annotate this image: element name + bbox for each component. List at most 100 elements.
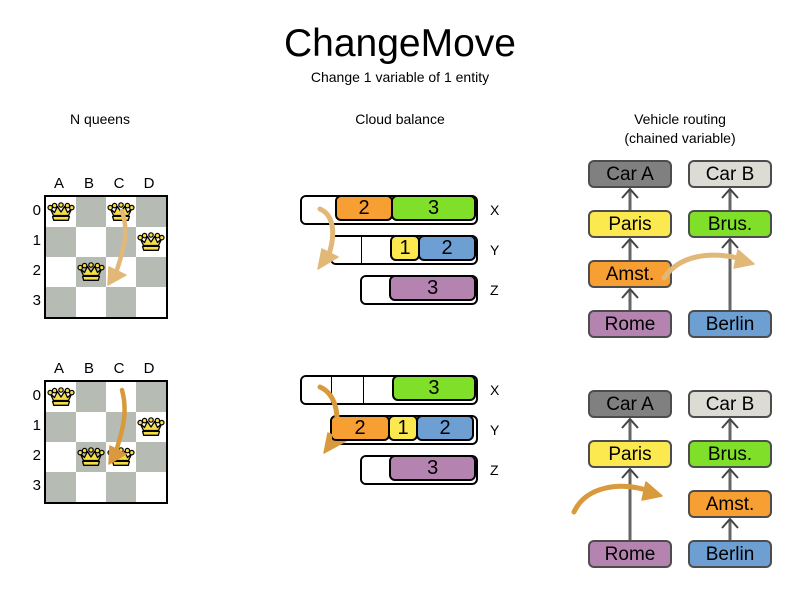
cloud-process-y-3[interactable]: 2 bbox=[418, 237, 476, 261]
board-cell-A3[interactable] bbox=[46, 472, 76, 502]
cloud-process-y-2[interactable]: 1 bbox=[390, 237, 420, 261]
section-title-vehicle-routing-line2: (chained variable) bbox=[624, 130, 736, 146]
vrp-link-amst-to-paris bbox=[621, 237, 639, 262]
cloud-process-x-1[interactable]: 2 bbox=[335, 197, 393, 221]
board-cell-A2[interactable] bbox=[46, 442, 76, 472]
board-cell-A3[interactable] bbox=[46, 287, 76, 317]
cloud-process-x-2[interactable]: 3 bbox=[391, 197, 476, 221]
board-cell-B1[interactable] bbox=[76, 412, 106, 442]
section-title-cloud: Cloud balance bbox=[355, 111, 445, 127]
vrp-node-rome-after[interactable]: Rome bbox=[588, 540, 672, 568]
board-cell-D2[interactable] bbox=[136, 257, 166, 287]
cloud-computer-z-before[interactable]: 3 bbox=[360, 275, 478, 305]
vrp-move-arrow bbox=[661, 249, 755, 281]
queen-icon bbox=[77, 262, 105, 281]
board-cell-B3[interactable] bbox=[76, 287, 106, 317]
queen-D1[interactable] bbox=[136, 412, 166, 442]
cloud-move-arrow bbox=[317, 206, 339, 270]
cloud-label-x: X bbox=[490, 202, 500, 218]
board-cell-C0[interactable] bbox=[106, 382, 136, 412]
section-title-vehicle-routing-line1: Vehicle routing bbox=[634, 111, 726, 127]
queen-D1[interactable] bbox=[136, 227, 166, 257]
board-cell-C3[interactable] bbox=[106, 472, 136, 502]
board-cell-D3[interactable] bbox=[136, 287, 166, 317]
vrp-link-rome-to-amst bbox=[621, 287, 639, 312]
chessboard-before[interactable] bbox=[44, 195, 168, 319]
board-cell-A1[interactable] bbox=[46, 227, 76, 257]
board-row-label-2: 2 bbox=[32, 262, 41, 279]
vrp-node-brus-before[interactable]: Brus. bbox=[688, 210, 772, 238]
vrp-node-carB-after[interactable]: Car B bbox=[688, 390, 772, 418]
board-column-label-D: D bbox=[143, 360, 155, 377]
board-column-label-B: B bbox=[83, 360, 94, 377]
cloud-process-z-1[interactable]: 3 bbox=[389, 457, 476, 481]
vrp-node-carB-before[interactable]: Car B bbox=[688, 160, 772, 188]
cloud-process-y-0[interactable]: 2 bbox=[332, 417, 390, 441]
cloud-free-space-y-1 bbox=[362, 237, 392, 263]
board-cell-A2[interactable] bbox=[46, 257, 76, 287]
vrp-node-paris-after[interactable]: Paris bbox=[588, 440, 672, 468]
board-row-label-0: 0 bbox=[32, 202, 41, 219]
board-cell-B0[interactable] bbox=[76, 382, 106, 412]
board-cell-D2[interactable] bbox=[136, 442, 166, 472]
vrp-node-berlin-after[interactable]: Berlin bbox=[688, 540, 772, 568]
queen-A0[interactable] bbox=[46, 382, 76, 412]
vrp-node-brus-after[interactable]: Brus. bbox=[688, 440, 772, 468]
vrp-node-amst-before[interactable]: Amst. bbox=[588, 260, 672, 288]
board-column-label-B: B bbox=[83, 175, 94, 192]
queen-icon bbox=[137, 417, 165, 436]
cloud-free-space-z-0 bbox=[362, 457, 392, 483]
board-cell-A1[interactable] bbox=[46, 412, 76, 442]
vrp-link-brus-to-carB bbox=[721, 417, 739, 442]
board-row-label-1: 1 bbox=[32, 417, 41, 434]
board-cell-D0[interactable] bbox=[136, 197, 166, 227]
vrp-node-berlin-before[interactable]: Berlin bbox=[688, 310, 772, 338]
board-cell-D3[interactable] bbox=[136, 472, 166, 502]
board-column-label-C: C bbox=[113, 360, 125, 377]
board-row-label-0: 0 bbox=[32, 387, 41, 404]
board-column-label-A: A bbox=[53, 360, 64, 377]
board-row-label-1: 1 bbox=[32, 232, 41, 249]
board-row-label-2: 2 bbox=[32, 447, 41, 464]
board-cell-C3[interactable] bbox=[106, 287, 136, 317]
cloud-free-space-y-0 bbox=[332, 237, 362, 263]
cloud-label-z: Z bbox=[490, 462, 499, 478]
vrp-link-paris-to-carA bbox=[621, 187, 639, 212]
board-cell-B0[interactable] bbox=[76, 197, 106, 227]
vrp-link-amst-to-brus bbox=[721, 467, 739, 492]
vrp-link-berlin-to-brus bbox=[721, 237, 739, 312]
cloud-process-y-2[interactable]: 2 bbox=[416, 417, 474, 441]
cloud-computer-z-after[interactable]: 3 bbox=[360, 455, 478, 485]
vrp-node-carA-after[interactable]: Car A bbox=[588, 390, 672, 418]
cloud-process-z-1[interactable]: 3 bbox=[389, 277, 476, 301]
vrp-link-brus-to-carB bbox=[721, 187, 739, 212]
queen-B2[interactable] bbox=[76, 257, 106, 287]
board-cell-B3[interactable] bbox=[76, 472, 106, 502]
page-subtitle: Change 1 variable of 1 entity bbox=[310, 69, 490, 85]
cloud-process-y-1[interactable]: 1 bbox=[388, 417, 418, 441]
vrp-node-carA-before[interactable]: Car A bbox=[588, 160, 672, 188]
vrp-node-paris-before[interactable]: Paris bbox=[588, 210, 672, 238]
vrp-node-rome-before[interactable]: Rome bbox=[588, 310, 672, 338]
board-cell-B1[interactable] bbox=[76, 227, 106, 257]
board-cell-D0[interactable] bbox=[136, 382, 166, 412]
chessboard-after[interactable] bbox=[44, 380, 168, 504]
queen-icon bbox=[47, 202, 75, 221]
cloud-label-z: Z bbox=[490, 282, 499, 298]
queen-icon bbox=[137, 232, 165, 251]
cloud-computer-x-after[interactable]: 3 bbox=[300, 375, 478, 405]
vrp-node-amst-after[interactable]: Amst. bbox=[688, 490, 772, 518]
cloud-process-x-3[interactable]: 3 bbox=[391, 377, 476, 401]
queen-B2[interactable] bbox=[76, 442, 106, 472]
queen-A0[interactable] bbox=[46, 197, 76, 227]
cloud-free-space-x-2 bbox=[364, 377, 394, 403]
